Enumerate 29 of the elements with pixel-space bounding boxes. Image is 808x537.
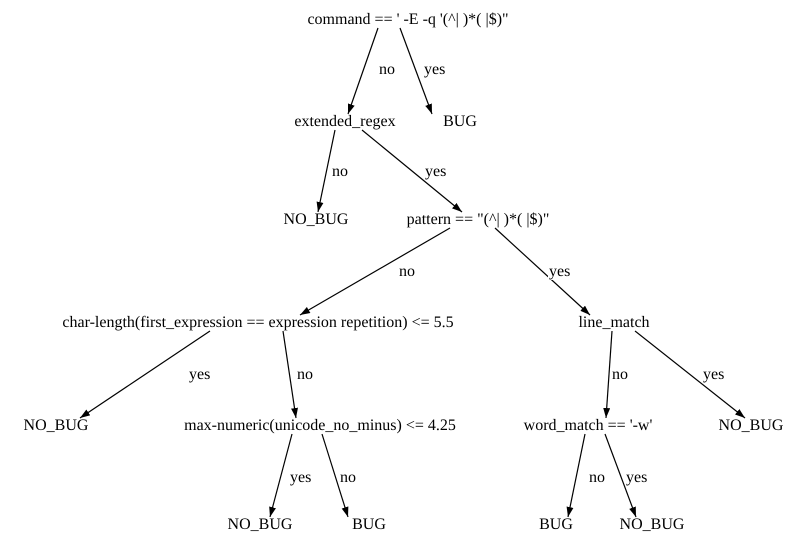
node-label: pattern == "(^| )*( |$)" bbox=[406, 211, 550, 229]
node-label: word_match == '-w' bbox=[524, 417, 652, 435]
node-label: command == ' -E -q '(^| )*( |$)" bbox=[307, 11, 509, 29]
arrow bbox=[80, 330, 210, 418]
node-label: NO_BUG bbox=[718, 417, 784, 435]
arrow bbox=[399, 28, 433, 114]
node-label: BUG bbox=[443, 113, 477, 131]
node-label: extended_regex bbox=[294, 113, 396, 131]
node-label: BUG bbox=[352, 516, 386, 534]
node-label: max-numeric(unicode_no_minus) <= 4.25 bbox=[184, 417, 456, 435]
arrow bbox=[604, 434, 637, 518]
arrow bbox=[300, 227, 450, 316]
arrow bbox=[603, 330, 613, 418]
node-label: char-length(first_expression == expression repetition) <= 5.5 bbox=[62, 314, 454, 332]
node-label: line_match bbox=[578, 314, 650, 332]
arrow bbox=[362, 130, 462, 212]
arrow bbox=[494, 228, 590, 316]
arrow bbox=[566, 434, 586, 518]
node-label: NO_BUG bbox=[24, 417, 88, 435]
node-label: NO_BUG bbox=[228, 516, 292, 534]
node-label: BUG bbox=[539, 516, 573, 534]
arrow bbox=[282, 330, 298, 418]
node-label: NO_BUG bbox=[620, 516, 684, 534]
arrow bbox=[316, 130, 336, 212]
arrow bbox=[269, 434, 293, 518]
arrow bbox=[634, 330, 746, 418]
arrow bbox=[347, 28, 379, 114]
arrow bbox=[321, 434, 349, 518]
node-label: NO_BUG bbox=[284, 211, 348, 229]
